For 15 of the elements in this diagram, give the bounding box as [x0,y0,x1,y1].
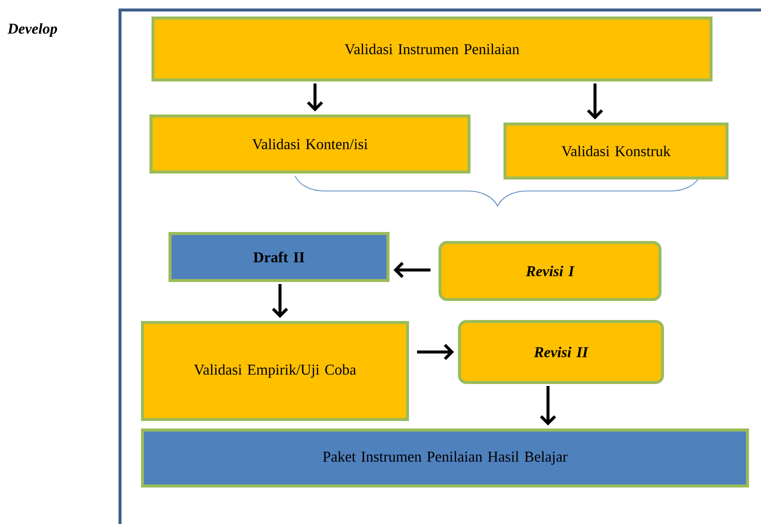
process-box: Revisi II [458,320,664,384]
process-box: Validasi Konstruk [504,122,728,180]
process-box: Validasi Konten/isi [150,114,470,174]
arrow [272,284,288,318]
process-box: Revisi I [438,241,662,301]
arrow [540,386,556,426]
process-box: Validasi Empirik/Uji Coba [141,321,409,421]
arrow [306,84,324,112]
arrow [417,344,454,360]
process-box: Draft II [168,232,390,282]
process-box: Validasi Instrumen Penilaian [152,16,712,82]
arrow [586,84,604,120]
phase-label: Develop [7,23,58,37]
arrow [394,262,430,278]
process-box: Paket Instrumen Penilaian Hasil Belajar [141,428,749,488]
